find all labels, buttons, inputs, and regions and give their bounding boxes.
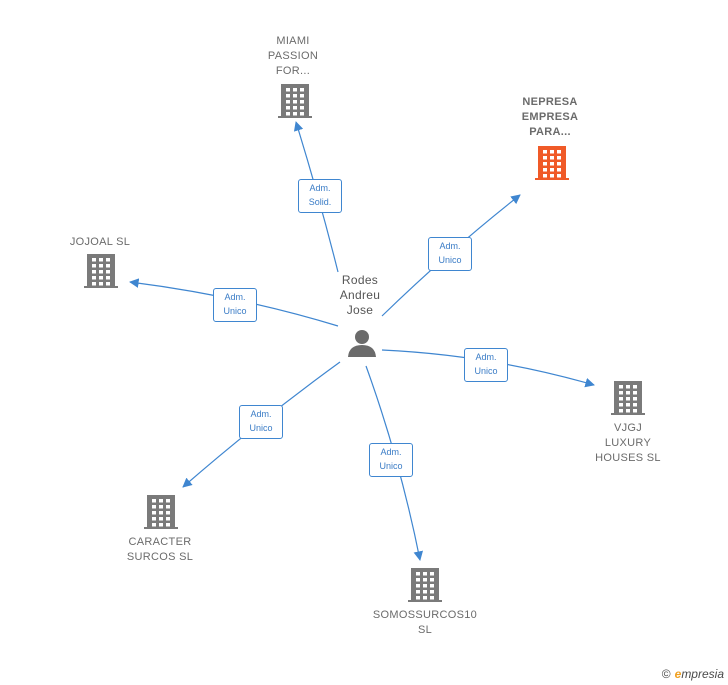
- caracter-building-icon[interactable]: [144, 495, 178, 529]
- company-name-somossurcos[interactable]: SOMOSSURCOS10 SL: [372, 609, 478, 636]
- jojoal-building-icon[interactable]: [84, 254, 118, 288]
- person-icon[interactable]: [348, 330, 376, 357]
- edge-label-somossurcos: Adm. Unico: [369, 443, 413, 477]
- brand-logo: empresia: [674, 667, 724, 681]
- center-person-name[interactable]: Rodes Andreu Jose: [339, 273, 381, 317]
- nepresa-building-icon[interactable]: [535, 146, 569, 180]
- edge-label-caracter: Adm. Unico: [239, 405, 283, 439]
- edge-label-vjgj: Adm. Unico: [464, 348, 508, 382]
- edge-label-jojoal: Adm. Unico: [213, 288, 257, 322]
- copyright-symbol: ©: [661, 667, 671, 681]
- footer-brand: ©empresia: [662, 667, 724, 681]
- somossurcos-building-icon[interactable]: [408, 568, 442, 602]
- company-name-jojoal[interactable]: JOJOAL SL: [69, 236, 131, 248]
- edge-label-nepresa: Adm. Unico: [428, 237, 472, 271]
- company-name-miami[interactable]: MIAMI PASSION FOR...: [267, 35, 319, 77]
- company-name-vjgj[interactable]: VJGJ LUXURY HOUSES SL: [595, 422, 661, 464]
- edge-label-miami: Adm. Solid.: [298, 179, 342, 213]
- vjgj-building-icon[interactable]: [611, 381, 645, 415]
- company-name-nepresa[interactable]: NEPRESA EMPRESA PARA...: [521, 96, 579, 138]
- miami-building-icon[interactable]: [278, 84, 312, 118]
- company-name-caracter[interactable]: CARACTER SURCOS SL: [126, 536, 194, 563]
